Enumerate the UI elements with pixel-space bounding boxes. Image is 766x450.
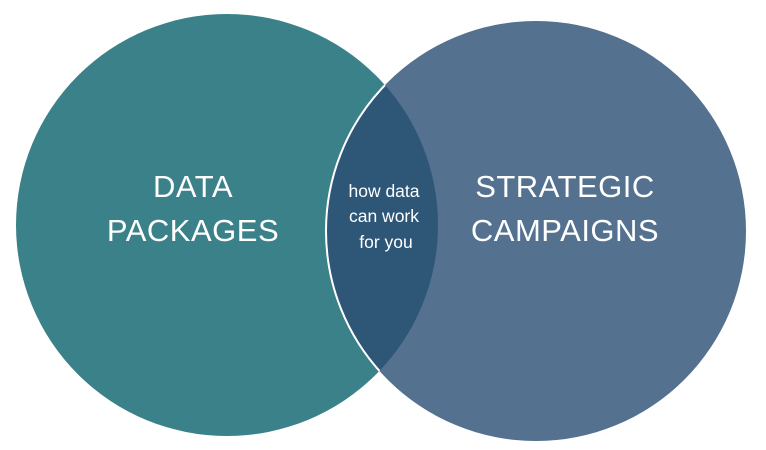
right-circle xyxy=(326,21,746,441)
overlap-label-line-2: can work xyxy=(349,206,419,226)
right-circle-label-line-1: STRATEGIC xyxy=(475,169,655,204)
right-circle-label-line-2: CAMPAIGNS xyxy=(471,213,659,248)
overlap-label-line-1: how data xyxy=(348,181,419,201)
overlap-label-line-3: for you xyxy=(359,232,413,252)
left-circle-label-line-1: DATA xyxy=(153,169,233,204)
overlap-outline xyxy=(325,20,438,436)
left-circle xyxy=(16,14,438,436)
left-circle-label-line-2: PACKAGES xyxy=(107,213,279,248)
